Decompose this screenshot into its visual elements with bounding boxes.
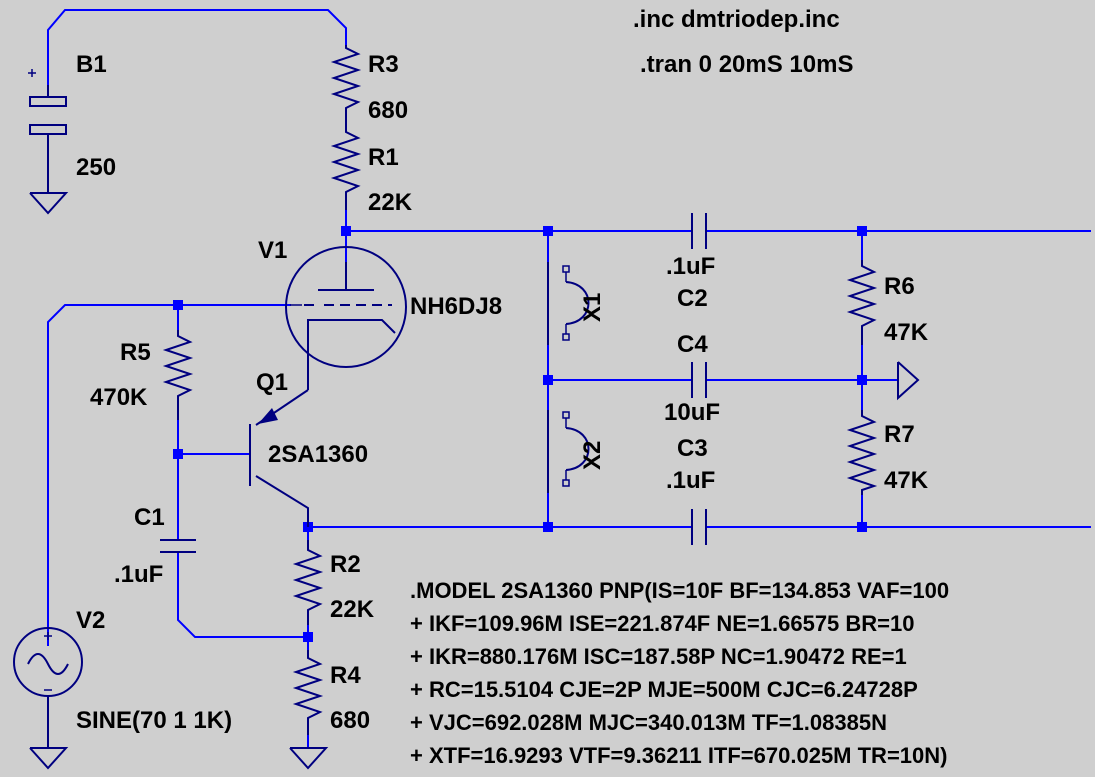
label-r3: R3 bbox=[368, 51, 399, 78]
directive-include: .inc dmtriodep.inc bbox=[633, 6, 840, 33]
directive-tran: .tran 0 20mS 10mS bbox=[640, 51, 853, 78]
model-line: + RC=15.5104 CJE=2P MJE=500M CJC=6.24728… bbox=[410, 677, 918, 702]
resistor-r6 bbox=[846, 260, 878, 345]
resistor-r3 bbox=[330, 45, 362, 128]
resistor-r7 bbox=[846, 410, 878, 495]
value-r7: 47K bbox=[884, 467, 929, 494]
label-v1: V1 bbox=[258, 237, 287, 264]
resistor-r5 bbox=[162, 330, 194, 420]
label-q1: Q1 bbox=[256, 369, 288, 396]
value-r4: 680 bbox=[330, 707, 370, 734]
capacitor-c3 bbox=[691, 509, 707, 545]
label-r6: R6 bbox=[884, 273, 915, 300]
value-r5: 470K bbox=[90, 384, 148, 411]
value-r2: 22K bbox=[330, 596, 375, 623]
label-x1: X1 bbox=[579, 293, 606, 322]
model-line: + IKF=109.96M ISE=221.874F NE=1.66575 BR… bbox=[410, 611, 915, 636]
value-q1: 2SA1360 bbox=[268, 441, 368, 468]
capacitor-c1 bbox=[160, 539, 196, 553]
value-c3: .1uF bbox=[666, 467, 715, 494]
value-c2: .1uF bbox=[666, 253, 715, 280]
value-c1: .1uF bbox=[114, 561, 163, 588]
wires bbox=[47, 9, 1091, 749]
model-line: + XTF=16.9293 VTF=9.36211 ITF=670.025M T… bbox=[410, 743, 947, 768]
label-b1: B1 bbox=[76, 51, 107, 78]
resistor-r2 bbox=[292, 540, 324, 625]
label-r5: R5 bbox=[120, 339, 151, 366]
value-r3: 680 bbox=[368, 97, 408, 124]
value-b1: 250 bbox=[76, 154, 116, 181]
resistor-r4 bbox=[292, 650, 324, 735]
label-c2: C2 bbox=[677, 285, 708, 312]
label-r1: R1 bbox=[368, 144, 399, 171]
model-line: + VJC=692.028M MJC=340.013M TF=1.08385N bbox=[410, 710, 887, 735]
capacitor-c4 bbox=[691, 362, 707, 398]
label-c4: C4 bbox=[677, 331, 708, 358]
label-c3: C3 bbox=[677, 435, 708, 462]
voltage-source-v2 bbox=[13, 627, 83, 748]
label-r2: R2 bbox=[330, 551, 361, 578]
value-r6: 47K bbox=[884, 319, 929, 346]
label-c1: C1 bbox=[134, 504, 165, 531]
labels: .inc dmtriodep.inc .tran 0 20mS 10mS B1 … bbox=[76, 6, 949, 768]
value-r1: 22K bbox=[368, 189, 413, 216]
label-r4: R4 bbox=[330, 662, 361, 689]
value-v2: SINE(70 1 1K) bbox=[76, 707, 232, 734]
battery-b1 bbox=[28, 69, 69, 215]
label-v2: V2 bbox=[76, 607, 105, 634]
subcircuit-x2 bbox=[547, 410, 590, 493]
resistor-r1 bbox=[330, 128, 362, 210]
model-line: .MODEL 2SA1360 PNP(IS=10F BF=134.853 VAF… bbox=[410, 578, 949, 603]
triode-v1 bbox=[285, 246, 407, 390]
model-line: + IKR=880.176M ISC=187.58P NC=1.90472 RE… bbox=[410, 644, 907, 669]
capacitor-c2 bbox=[691, 213, 707, 249]
subcircuit-x1 bbox=[547, 262, 590, 345]
label-x2: X2 bbox=[579, 441, 606, 470]
transistor-q1 bbox=[249, 389, 309, 527]
value-c4: 10uF bbox=[664, 399, 720, 426]
value-v1: NH6DJ8 bbox=[410, 293, 502, 320]
label-r7: R7 bbox=[884, 421, 915, 448]
